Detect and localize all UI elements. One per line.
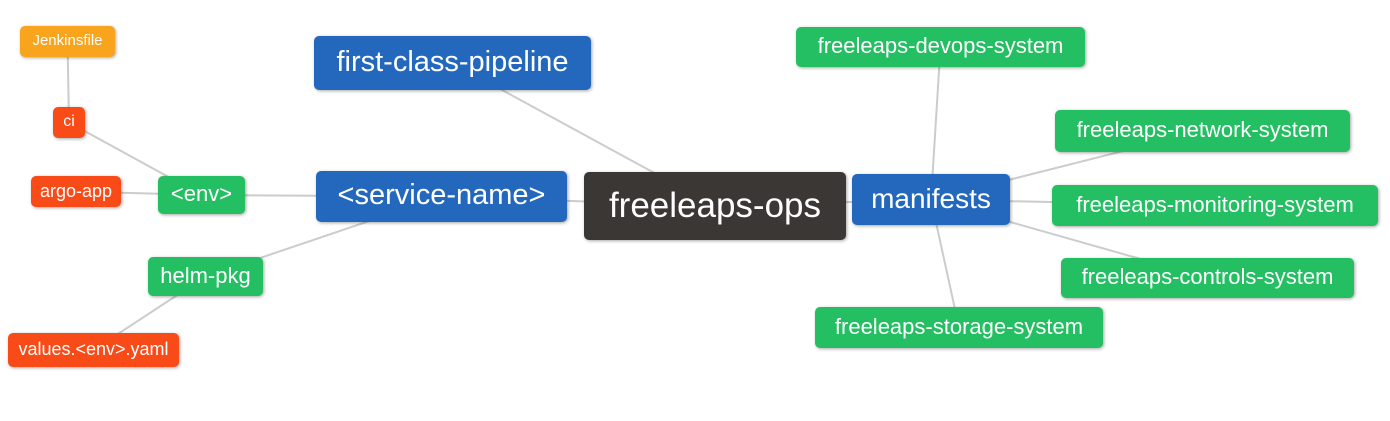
node-label: <service-name>: [337, 179, 546, 211]
node-freeleaps-storage-system[interactable]: freeleaps-storage-system: [815, 307, 1103, 348]
node-argo-app[interactable]: argo-app: [31, 176, 121, 207]
node-label: freeleaps-ops: [608, 185, 822, 225]
node-label: helm-pkg: [160, 262, 251, 288]
node-freeleaps-controls-system[interactable]: freeleaps-controls-system: [1061, 258, 1354, 298]
node-manifests[interactable]: manifests: [852, 174, 1010, 225]
node-label: first-class-pipeline: [336, 45, 569, 78]
node-label: values.<env>.yaml: [18, 339, 169, 359]
node-values-env-yaml[interactable]: values.<env>.yaml: [8, 333, 179, 367]
node-helm-pkg[interactable]: helm-pkg: [148, 257, 263, 296]
node-label: freeleaps-storage-system: [834, 313, 1084, 339]
node-env[interactable]: <env>: [158, 176, 245, 214]
node-freeleaps-monitoring-system[interactable]: freeleaps-monitoring-system: [1052, 185, 1378, 226]
node-jenkinsfile[interactable]: Jenkinsfile: [20, 26, 115, 57]
node-freeleaps-devops-system[interactable]: freeleaps-devops-system: [796, 27, 1085, 67]
node-freeleaps-network-system[interactable]: freeleaps-network-system: [1055, 110, 1350, 152]
node-service-name[interactable]: <service-name>: [316, 171, 567, 222]
node-label: <env>: [170, 181, 233, 206]
node-label: freeleaps-controls-system: [1081, 264, 1334, 289]
node-ci[interactable]: ci: [53, 107, 85, 138]
node-label: freeleaps-network-system: [1076, 117, 1329, 142]
node-first-class-pipeline[interactable]: first-class-pipeline: [314, 36, 591, 90]
node-freeleaps-ops[interactable]: freeleaps-ops: [584, 172, 846, 240]
node-label: freeleaps-monitoring-system: [1076, 191, 1354, 217]
node-label: freeleaps-devops-system: [817, 33, 1064, 58]
node-label: ci: [63, 112, 75, 130]
node-label: manifests: [871, 182, 991, 214]
node-label: argo-app: [39, 180, 113, 201]
node-label: Jenkinsfile: [32, 32, 103, 49]
